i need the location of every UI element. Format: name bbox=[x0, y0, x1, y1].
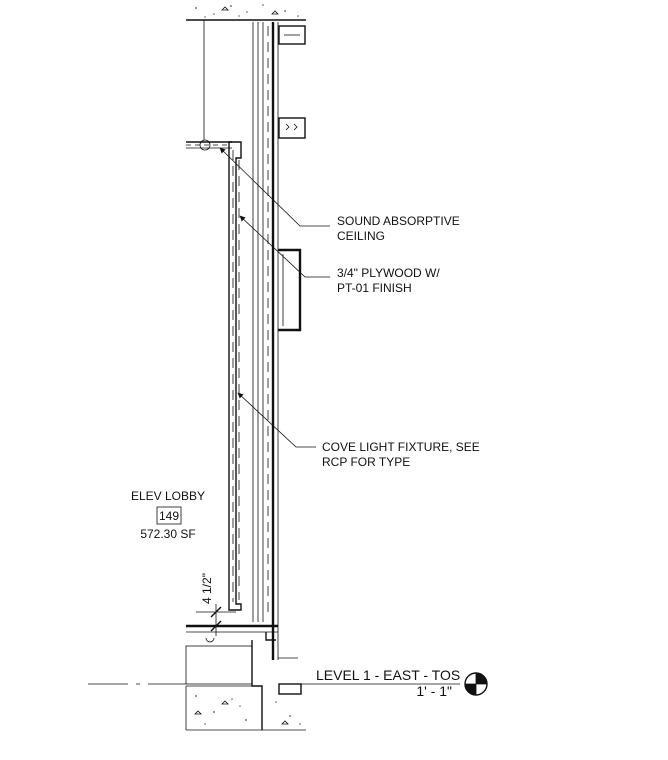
dimension-text: 4 1/2" bbox=[200, 573, 214, 604]
note-ceiling-line-1: SOUND ABSORPTIVE bbox=[337, 214, 460, 228]
note-cove-line-1: COVE LIGHT FIXTURE, SEE bbox=[322, 440, 480, 454]
room-name: ELEV LOBBY bbox=[131, 489, 205, 503]
level-target-symbol bbox=[464, 672, 488, 696]
note-ceiling-line-2: CEILING bbox=[337, 229, 385, 243]
note-cove-line-2: RCP FOR TYPE bbox=[322, 455, 410, 469]
floor-slab bbox=[185, 624, 306, 731]
exterior-framing bbox=[278, 25, 306, 695]
room-tag: ELEV LOBBY 149 572.30 SF bbox=[131, 489, 205, 541]
dimension-callout: 4 1/2" bbox=[196, 573, 236, 643]
level-elevation: 1' - 1" bbox=[416, 683, 452, 699]
ceiling-suspension bbox=[186, 20, 232, 151]
note-plywood-line-2: PT-01 FINISH bbox=[337, 281, 412, 295]
top-concrete-slab bbox=[186, 0, 306, 21]
level-marker: LEVEL 1 - EAST - TOS 1' - 1" bbox=[316, 667, 488, 699]
plywood-panel bbox=[228, 141, 242, 611]
note-plywood-line-1: 3/4" PLYWOOD W/ bbox=[337, 266, 440, 280]
level-name: LEVEL 1 - EAST - TOS bbox=[316, 667, 460, 683]
wall-assembly bbox=[252, 22, 279, 660]
leader-lines bbox=[219, 147, 330, 448]
room-number: 149 bbox=[159, 509, 179, 523]
room-area: 572.30 SF bbox=[140, 527, 195, 541]
